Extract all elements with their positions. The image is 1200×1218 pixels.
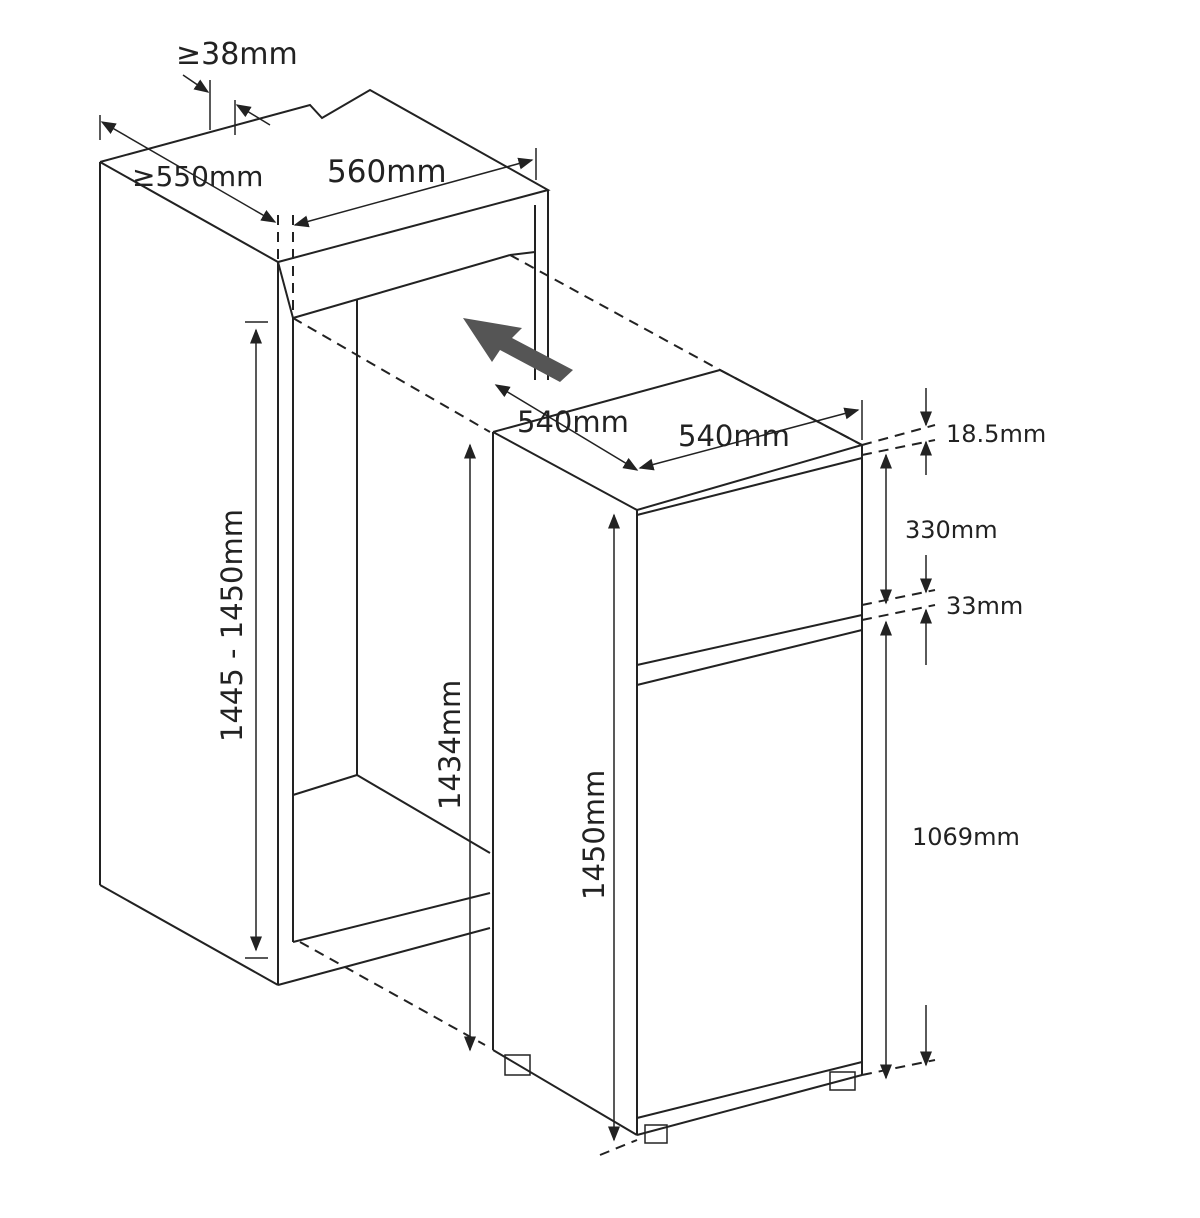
insert-direction-arrow: [463, 318, 573, 382]
label-top-gap: 18.5mm: [946, 420, 1046, 448]
dimension-lines: [99, 74, 932, 1142]
label-freezer-door-height: 330mm: [905, 516, 998, 544]
label-cabinet-height: 1445 - 1450mm: [215, 509, 249, 742]
cabinet-outline: [99, 88, 551, 986]
appliance-outline: [492, 368, 865, 1144]
label-appliance-height: 1450mm: [577, 770, 611, 900]
label-door-gap: 33mm: [946, 592, 1023, 620]
label-fridge-door-height: 1069mm: [912, 823, 1020, 851]
label-appliance-side-height: 1434mm: [433, 680, 467, 810]
label-appliance-width: 540mm: [678, 419, 790, 453]
alignment-guides: [277, 215, 936, 1156]
label-min-depth: ≥550mm: [132, 160, 263, 193]
label-min-gap-top: ≥38mm: [176, 37, 298, 72]
label-cabinet-width: 560mm: [327, 154, 447, 190]
label-appliance-depth: 540mm: [517, 405, 629, 439]
